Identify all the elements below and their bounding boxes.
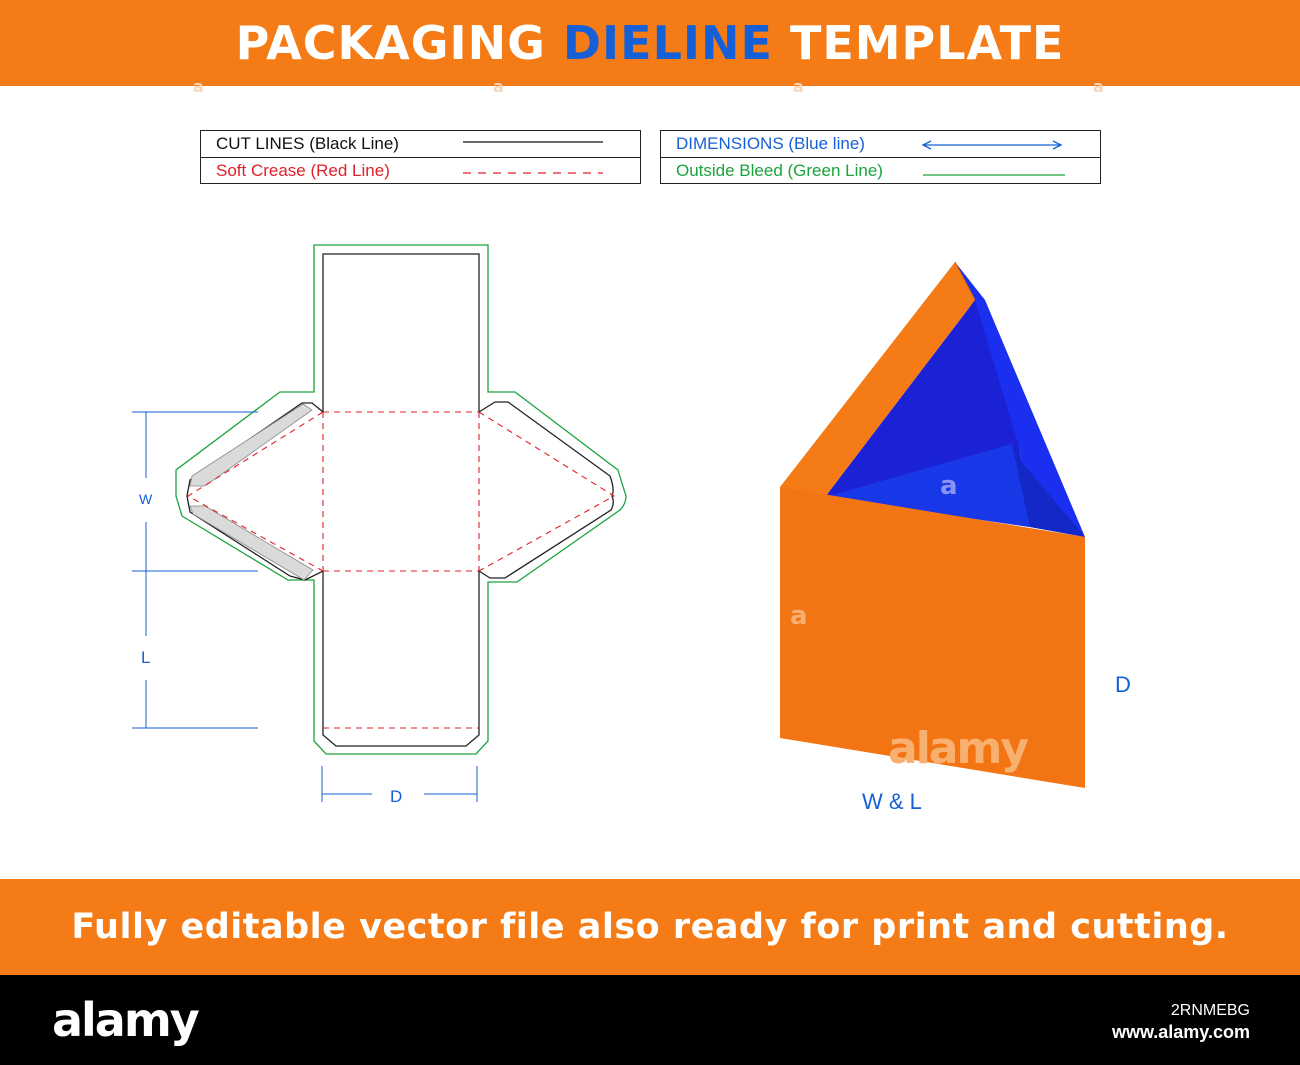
legend-row-crease: Soft Crease (Red Line) [201,157,640,184]
title-part1: PACKAGING [235,16,546,70]
box-3d: a a alamy [780,261,1085,788]
footer-bar: alamy 2RNMEBG www.alamy.com [0,975,1300,1065]
tagline-banner: Fully editable vector file also ready fo… [0,879,1300,975]
dim-label-d: D [390,787,402,806]
watermark-center: alamy [888,723,1028,774]
footer-image-id: 2RNMEBG [1170,1002,1250,1019]
legend-row-cut: CUT LINES (Black Line) [201,131,640,157]
legend-crease-label: Soft Crease (Red Line) [216,161,390,180]
dieline-net [175,244,627,755]
legend-bleed-sample [923,174,1065,176]
dim-label-l: L [141,648,150,667]
legend-dimension-label: DIMENSIONS (Blue line) [676,134,865,153]
legend-dimension-sample [921,140,1063,150]
svg-text:a: a [1093,77,1104,96]
box-inner-side [1012,444,1085,537]
box-label-wl: W & L [862,789,922,814]
legend-bleed-label: Outside Bleed (Green Line) [676,161,883,180]
watermark-glyph-inner: a [940,471,958,501]
legend-row-dimension: DIMENSIONS (Blue line) [661,131,1100,157]
box-label-d: D [1115,672,1131,697]
box-face-left [780,262,975,497]
tagline-text: Fully editable vector file also ready fo… [71,907,1229,947]
legend-cut-label: CUT LINES (Black Line) [216,134,399,153]
legend-right: DIMENSIONS (Blue line) Outside Bleed (Gr… [660,130,1101,184]
cut-outline [186,253,614,747]
diagram-canvas: a a a a W L D [132,77,1131,814]
header-banner: PACKAGING DIELINE TEMPLATE [0,0,1300,86]
title-accent: DIELINE [562,16,773,70]
svg-text:a: a [793,77,804,96]
crease-lines [186,411,616,729]
title-part2: TEMPLATE [789,16,1065,70]
legend-cut-sample [463,141,603,143]
glue-strip-lower [189,505,314,581]
box-face-front [780,487,1085,788]
bleed-outline [175,244,627,755]
dim-label-w: W [139,491,153,507]
legend-left: CUT LINES (Black Line) Soft Crease (Red … [200,130,641,184]
legend-row-bleed: Outside Bleed (Green Line) [661,157,1100,184]
svg-text:a: a [493,77,504,96]
dimension-lines [132,411,478,802]
page-title: PACKAGING DIELINE TEMPLATE [236,16,1065,70]
watermark-glyph-front: a [790,601,808,631]
box-edge [954,261,976,301]
box-inner-back [955,262,1085,537]
svg-text:a: a [193,77,204,96]
footer-url[interactable]: www.alamy.com [1111,1022,1250,1042]
glue-strip-upper [189,403,313,487]
footer-logo: alamy [52,993,200,1047]
box-inner-floor [825,444,1030,527]
